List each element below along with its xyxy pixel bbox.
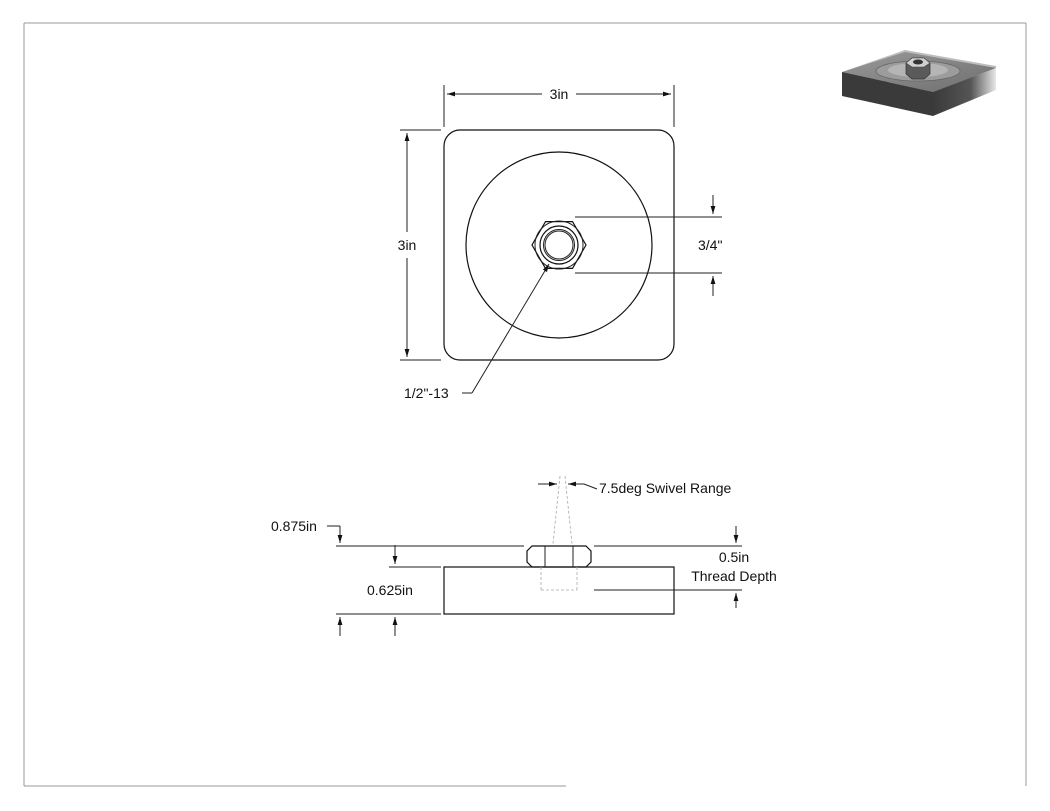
base-plate-outline — [443, 129, 675, 361]
thread-callout: 1/2"-13 — [404, 263, 550, 401]
nut-chamfer-circle — [534, 220, 584, 270]
top-width-dimension: 3in — [443, 85, 675, 127]
side-view — [443, 475, 675, 615]
nut-side-outline — [526, 545, 592, 568]
hex-nut-outline — [531, 221, 587, 269]
overall-height-label: 0.875in — [271, 518, 317, 534]
thread-depth-caption: Thread Depth — [691, 568, 777, 584]
top-height-dimension: 3in — [398, 129, 441, 361]
thread-outer-circle — [539, 225, 579, 265]
thread-callout-label: 1/2"-13 — [404, 385, 449, 401]
thread-depth-dimension: 0.5in Thread Depth — [594, 526, 777, 608]
base-height-dimension: 0.625in — [367, 545, 441, 636]
bore-circle — [544, 230, 574, 260]
isometric-preview-image — [842, 50, 996, 116]
top-width-label: 3in — [550, 86, 569, 102]
nut-size-label: 3/4" — [698, 237, 722, 253]
base-height-label: 0.625in — [367, 582, 413, 598]
top-height-label: 3in — [398, 237, 417, 253]
thread-inner-circle — [543, 229, 575, 261]
sheet-border — [23, 22, 1027, 787]
swivel-dimension: 7.5deg Swivel Range — [538, 480, 732, 496]
thread-depth-value: 0.5in — [719, 549, 749, 565]
nut-size-dimension: 3/4" — [575, 195, 722, 296]
top-view — [443, 129, 675, 361]
swivel-label: 7.5deg Swivel Range — [599, 480, 732, 496]
pad-circle — [465, 151, 653, 339]
overall-height-dimension: 0.875in — [271, 518, 524, 636]
